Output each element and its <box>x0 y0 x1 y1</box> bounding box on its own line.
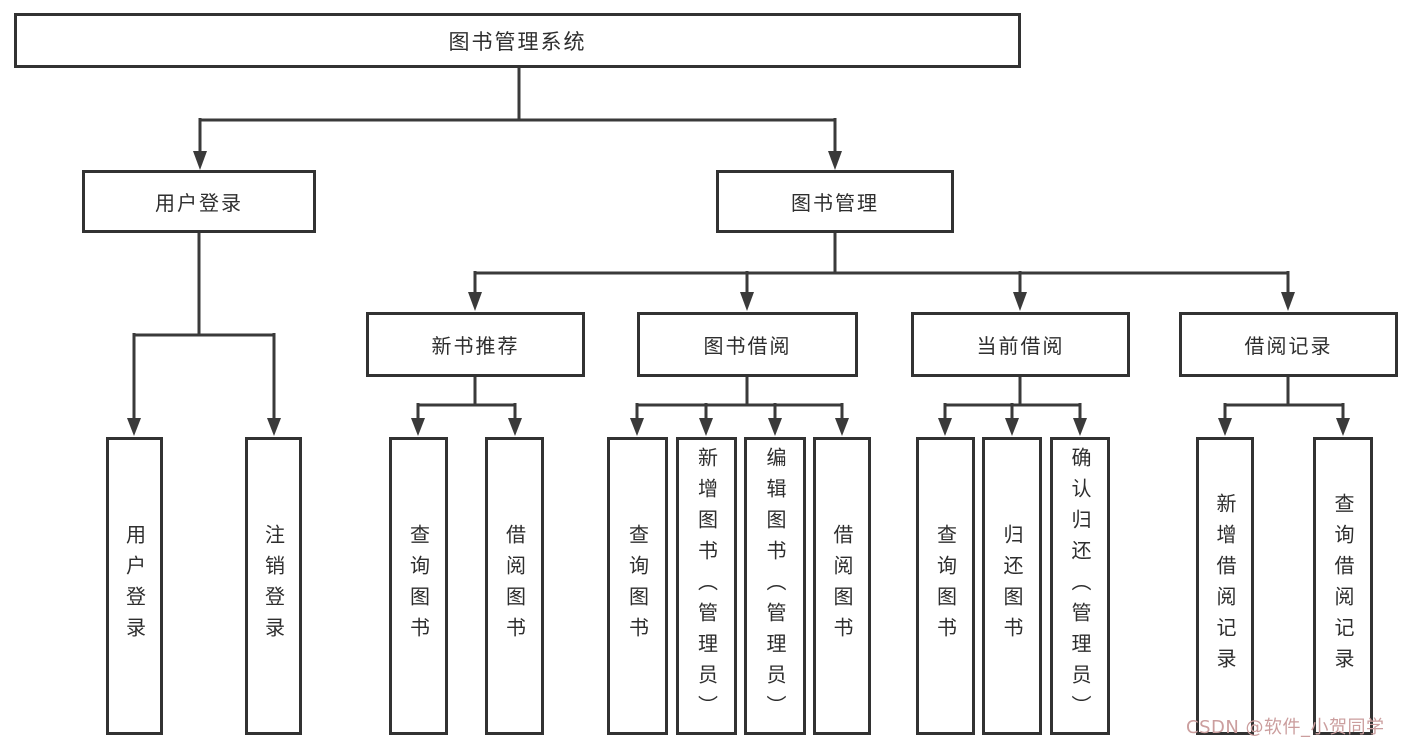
node-label: 编辑图书（管理员） <box>763 446 787 726</box>
leaf-confirm-return-admin: 确认归还（管理员） <box>1050 437 1110 735</box>
leaf-logout: 注销登录 <box>245 437 302 735</box>
node-book-management: 图书管理 <box>716 170 954 233</box>
csdn-watermark: CSDN @软件_小贺同学 <box>1186 717 1385 738</box>
node-label: 图书借阅 <box>703 334 792 358</box>
leaf-query-books-3: 查询图书 <box>916 437 975 735</box>
leaf-edit-book-admin: 编辑图书（管理员） <box>744 437 806 735</box>
leaf-query-books-1: 查询图书 <box>389 437 448 735</box>
connector-new-book-children <box>411 377 522 436</box>
node-label: 用户登录 <box>155 191 243 215</box>
connector-root-to-level1 <box>193 68 842 170</box>
node-label: 借阅图书 <box>830 524 854 648</box>
node-book-borrow: 图书借阅 <box>637 312 858 377</box>
node-label: 确认归还（管理员） <box>1068 446 1092 726</box>
node-label: 借阅记录 <box>1244 334 1333 358</box>
node-label: 新增借阅记录 <box>1213 493 1237 679</box>
node-label: 归还图书 <box>1000 524 1024 648</box>
node-label: 借阅图书 <box>502 524 527 648</box>
node-label: 查询图书 <box>625 524 650 648</box>
leaf-borrow-books-1: 借阅图书 <box>485 437 544 735</box>
leaf-user-login: 用户登录 <box>106 437 163 735</box>
connector-borrow-records-children <box>1218 377 1350 436</box>
connector-user-login-children <box>127 233 281 436</box>
leaf-return-book: 归还图书 <box>982 437 1042 735</box>
node-label: 图书管理 <box>791 191 879 215</box>
node-label: 新书推荐 <box>431 334 520 358</box>
leaf-borrow-books-2: 借阅图书 <box>813 437 871 735</box>
node-label: 查询图书 <box>933 524 958 648</box>
leaf-add-borrow-record: 新增借阅记录 <box>1196 437 1254 735</box>
node-label: 新增图书（管理员） <box>694 446 719 726</box>
node-label: 图书管理系统 <box>448 29 587 54</box>
leaf-add-book-admin: 新增图书（管理员） <box>676 437 737 735</box>
node-label: 当前借阅 <box>976 334 1065 358</box>
node-new-book-recommend: 新书推荐 <box>366 312 585 377</box>
node-user-login: 用户登录 <box>82 170 316 233</box>
leaf-query-books-2: 查询图书 <box>607 437 668 735</box>
node-current-borrow: 当前借阅 <box>911 312 1130 377</box>
node-label: 查询图书 <box>406 524 431 648</box>
connector-current-borrow-children <box>938 377 1087 436</box>
node-label: 注销登录 <box>261 524 286 648</box>
connector-book-management-children <box>468 233 1295 311</box>
node-label: 用户登录 <box>122 524 147 648</box>
node-library-management-system: 图书管理系统 <box>14 13 1021 68</box>
node-borrow-records: 借阅记录 <box>1179 312 1398 377</box>
leaf-query-borrow-record: 查询借阅记录 <box>1313 437 1373 735</box>
node-label: 查询借阅记录 <box>1331 493 1355 679</box>
connector-book-borrow-children <box>630 377 849 436</box>
